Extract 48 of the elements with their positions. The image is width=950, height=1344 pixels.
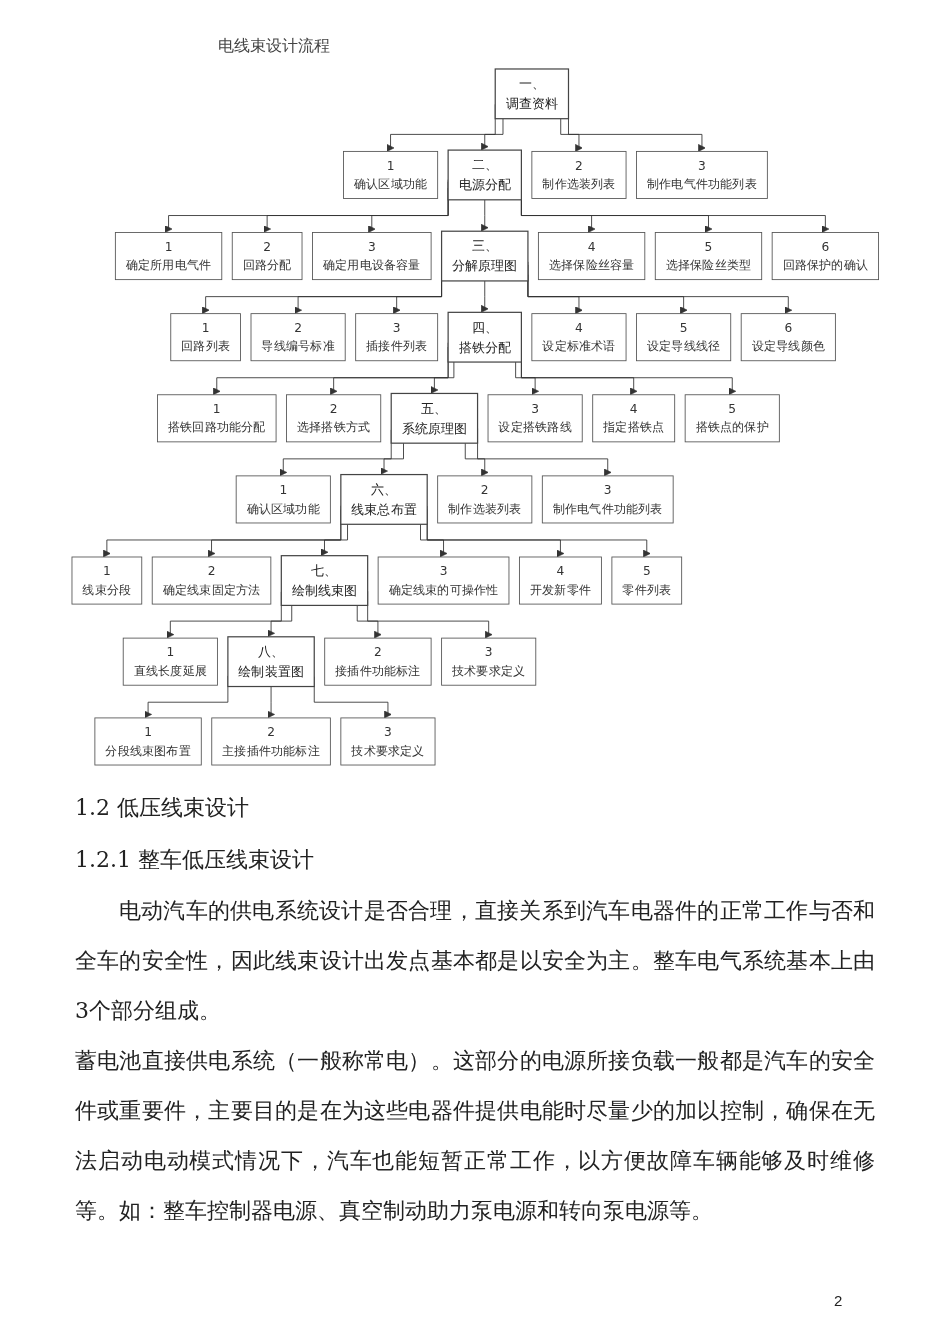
node-box: 2 制作选装列表	[531, 150, 627, 199]
node-box: 五、 系统原理图	[390, 392, 478, 444]
node-box: 3 插接件列表	[354, 313, 438, 362]
node-box: 1 搭铁回路功能分配	[156, 394, 277, 443]
node-box: 四、 搭铁分配	[447, 311, 522, 363]
node-box: 1 确定所用电气件	[114, 232, 222, 281]
node-box: 3 制作电气件功能列表	[635, 150, 768, 199]
subsection-heading: 1.2.1 整车低压线束设计	[75, 846, 315, 874]
node-box: 一、 调查资料	[494, 68, 569, 120]
node-box: 2 接插件功能标注	[324, 637, 432, 686]
node-box: 3 确定线束的可操作性	[377, 556, 510, 605]
node-box: 6 设定导线颜色	[740, 313, 836, 362]
node-box: 4 选择保险丝容量	[537, 232, 645, 281]
node-box: 4 指定搭铁点	[592, 394, 675, 443]
node-box: 2 主接插件功能标注	[211, 717, 331, 766]
node-box: 5 搭铁点的保护	[684, 394, 780, 443]
node-box: 2 制作选装列表	[436, 475, 532, 524]
node-box: 二、 电源分配	[447, 149, 522, 201]
node-box: 3 技术要求定义	[440, 637, 536, 686]
node-box: 1 直线长度延展	[122, 637, 218, 686]
node-box: 2 回路分配	[231, 232, 303, 281]
node-box: 1 回路列表	[170, 313, 241, 362]
node-box: 3 设定搭铁路线	[487, 394, 583, 443]
diagram-title: 电线束设计流程	[218, 36, 330, 57]
node-box: 5 设定导线线径	[635, 313, 731, 362]
node-box: 5 选择保险丝类型	[654, 232, 762, 281]
node-box: 2 选择搭铁方式	[285, 394, 381, 443]
node-box: 3 确定用电设备容量	[311, 232, 432, 281]
body-paragraph: 电动汽车的供电系统设计是否合理，直接关系到汽车电器件的正常工作与否和全车的安全性，因此线束设计出发点基本都是以安全为主。整车电气系统基本上由3个部分组成。	[75, 897, 875, 1025]
node-box: 1 分段线束图布置	[94, 717, 202, 766]
node-box: 七、 绘制线束图	[280, 555, 368, 606]
node-box: 三、 分解原理图	[440, 230, 529, 282]
node-box: 5 零件列表	[611, 556, 682, 605]
section-heading: 1.2 低压线束设计	[75, 794, 250, 822]
node-box: 6 回路保护的确认	[771, 232, 879, 281]
page-number: 2	[834, 1292, 843, 1309]
body-paragraph: 蓄电池直接供电系统（一般称常电）。这部分的电源所接负载一般都是汽车的安全件或重要件，主要目的是在为这些电器件提供电能时尽量少的加以控制，确保在无法启动电动模式情况下，汽车也能短暂正常工作，以方便故障车辆能够及时维修等。如：整车控制器电源、真空制动助力泵电源和转向泵电源等。	[75, 1047, 875, 1225]
node-box: 3 技术要求定义	[340, 717, 436, 766]
node-box: 2 确定线束固定方法	[151, 556, 271, 605]
node-box: 2 导线编号标准	[250, 313, 346, 362]
node-box: 4 设定标准术语	[531, 313, 627, 362]
node-box: 1 线束分段	[71, 556, 142, 605]
node-box: 3 制作电气件功能列表	[541, 475, 674, 524]
node-box: 1 确认区域功能	[235, 475, 331, 524]
node-box: 六、 线束总布置	[339, 473, 428, 525]
node-box: 1 确认区域功能	[342, 150, 438, 199]
node-box: 4 开发新零件	[518, 556, 602, 605]
node-box: 八、 绘制装置图	[227, 636, 315, 688]
